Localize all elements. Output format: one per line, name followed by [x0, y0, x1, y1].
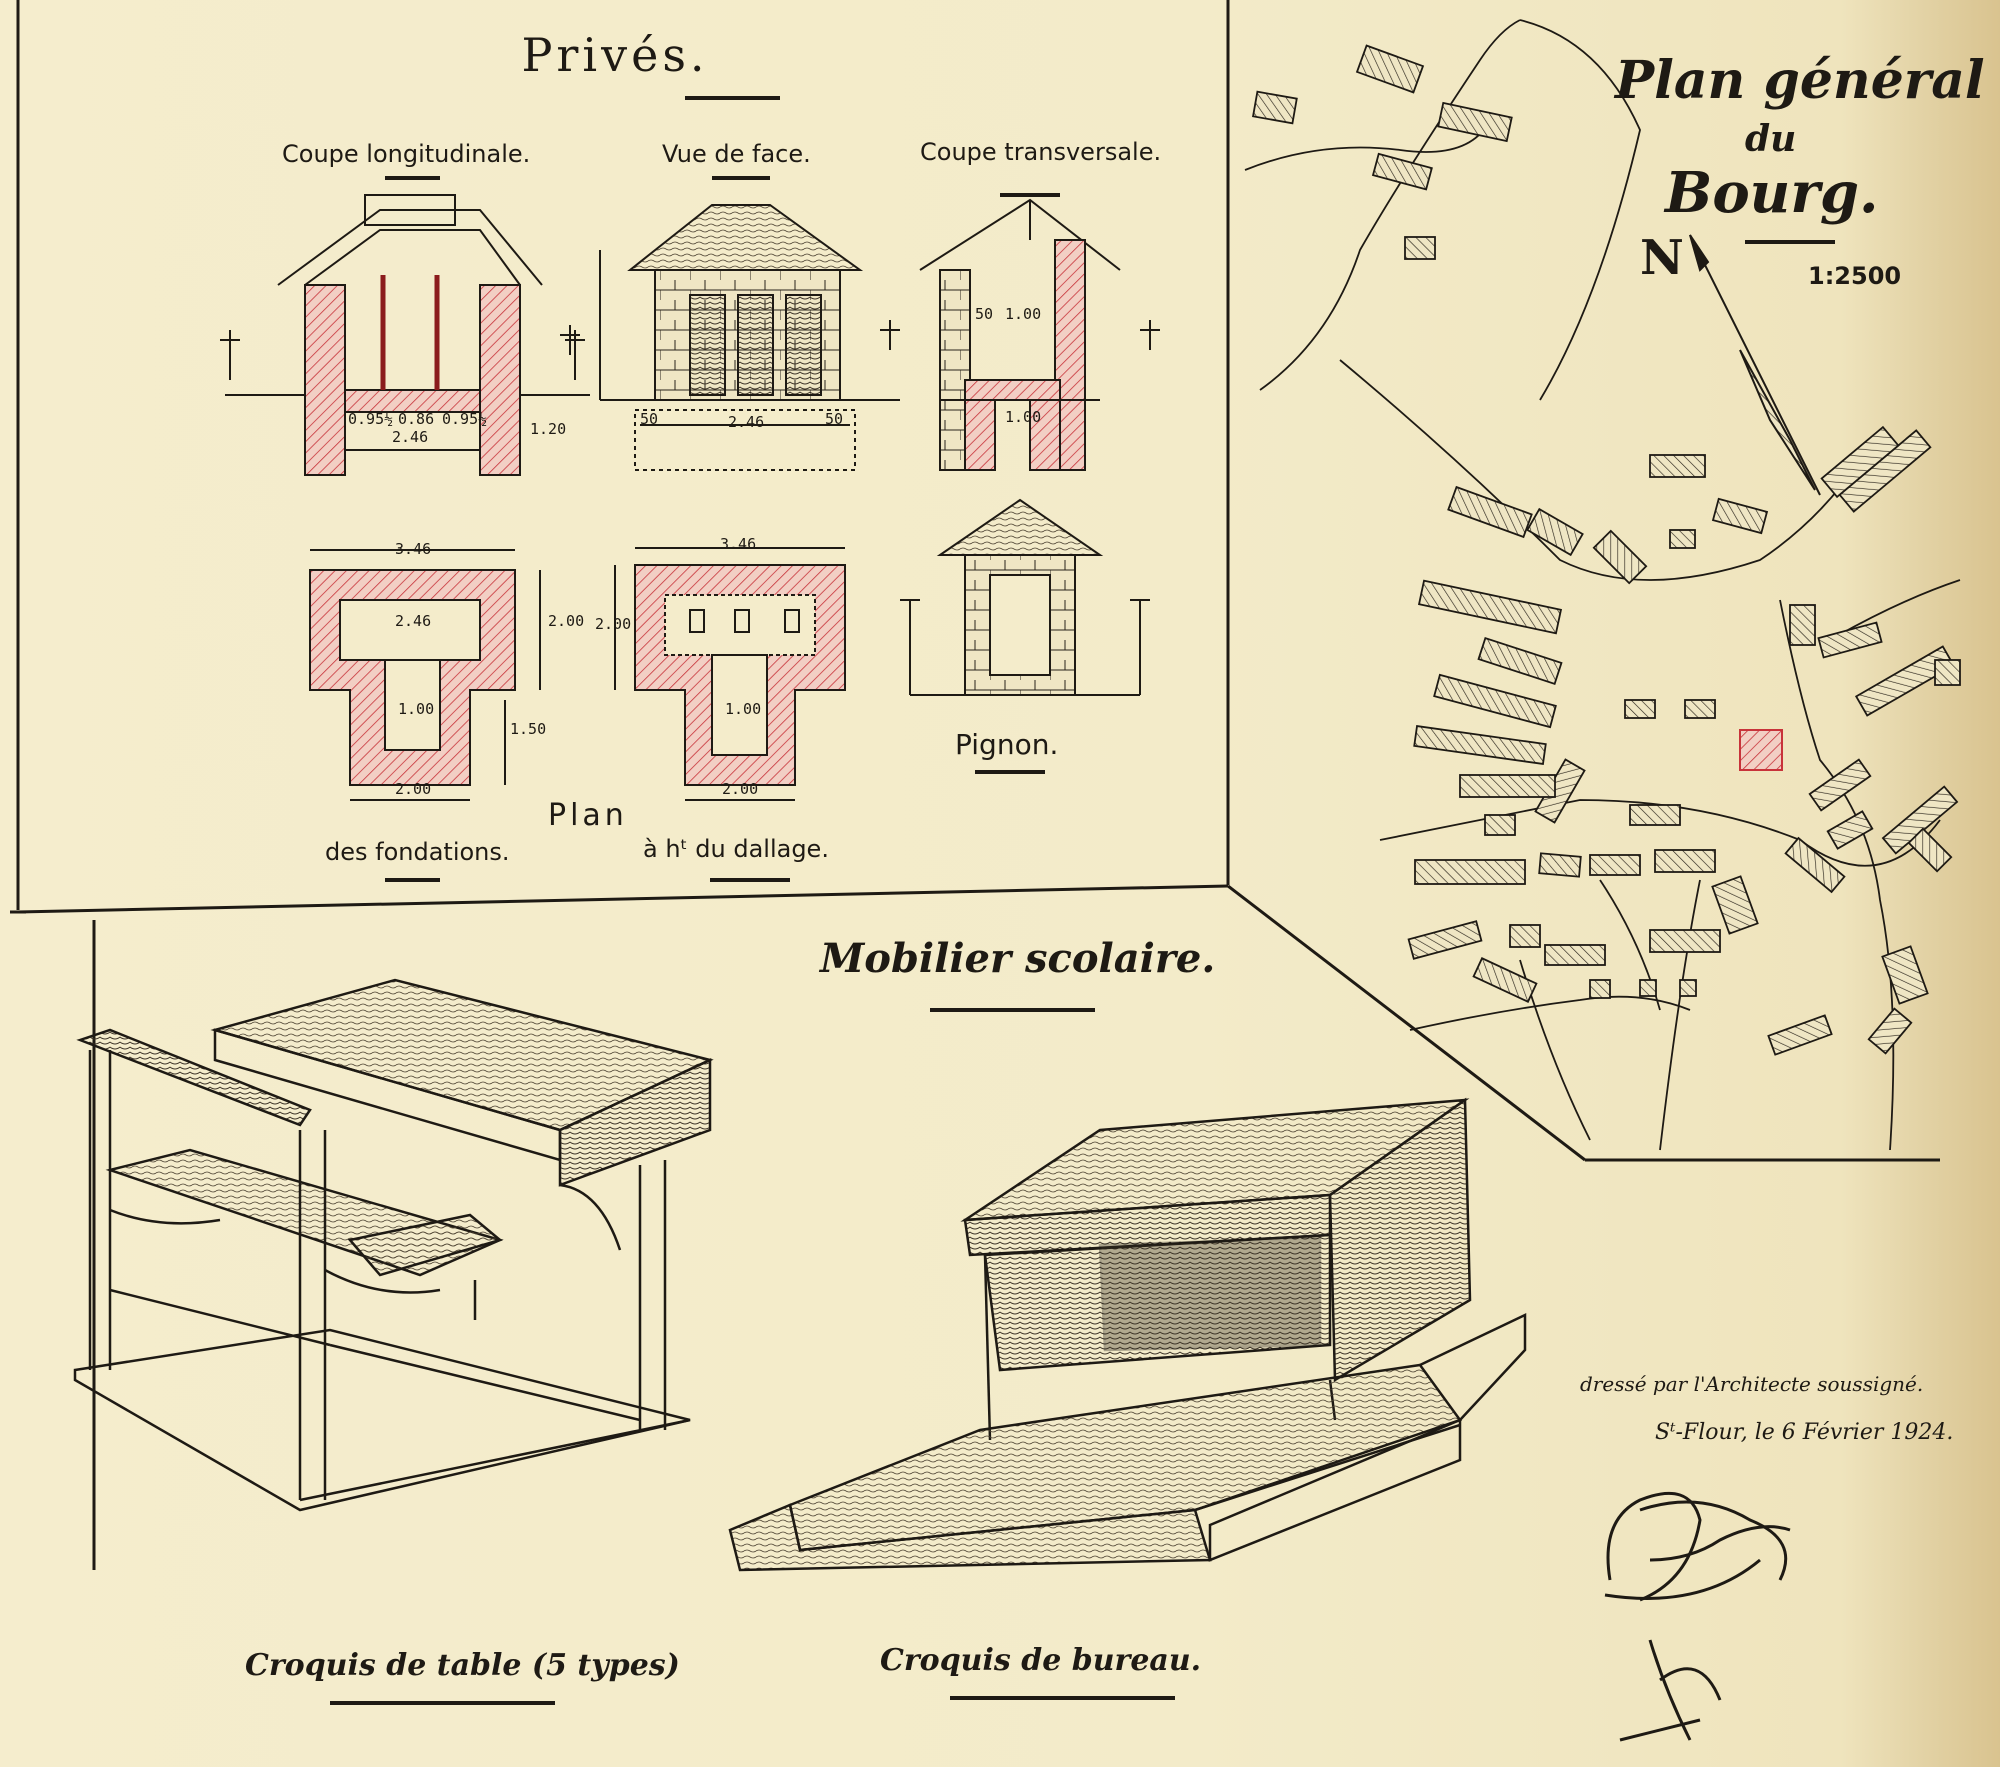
- gable-drawing: [900, 498, 1150, 696]
- dim-foundation-base: 2.00: [395, 780, 432, 798]
- dim-foundation-pit-depth: 1.50: [510, 720, 547, 738]
- dim-paving-pit: 1.00: [725, 700, 762, 718]
- label-gable: Pignon.: [955, 728, 1059, 761]
- label-plan-foundations: des fondations.: [325, 838, 510, 866]
- paving-plan-drawing: [614, 547, 846, 801]
- architect-signature: [1604, 1491, 1791, 1742]
- dim-longitudinal-side-left: 0.95½: [348, 410, 394, 428]
- underlines: [330, 96, 1835, 1705]
- north-label: N: [1640, 230, 1684, 286]
- dim-transverse-wall: 50: [975, 305, 994, 323]
- dim-front-left: 50: [640, 410, 659, 428]
- table-caption: Croquis de table (5 types): [245, 1648, 680, 1683]
- village-map: [1244, 19, 1961, 1151]
- dim-longitudinal-middle: 0.86: [398, 410, 435, 428]
- school-table-sketch: [73, 978, 714, 1512]
- dim-transverse-inner: 1.00: [1005, 305, 1042, 323]
- teacher-desk-sketch: [728, 1097, 1527, 1572]
- foundation-plan-drawing: [309, 549, 541, 801]
- label-transverse-section: Coupe transversale.: [920, 138, 1162, 166]
- dim-front-width: 2.46: [728, 413, 765, 431]
- front-view-drawing: [560, 204, 900, 471]
- north-arrow: [1689, 234, 1821, 496]
- dim-front-right: 50: [825, 410, 844, 428]
- dim-foundation-depth: 2.00: [548, 612, 585, 630]
- frame-lines: [10, 0, 1940, 1570]
- transverse-section-drawing: [880, 198, 1160, 471]
- credit-line2: Sᵗ-Flour, le 6 Février 1924.: [1655, 1420, 1954, 1445]
- dim-longitudinal-depth: 1.20: [530, 420, 567, 438]
- dim-paving-base: 2.00: [722, 780, 759, 798]
- map-title-line3: Bourg.: [1665, 160, 1879, 226]
- label-plan: Plan: [548, 798, 628, 833]
- dim-paving-length: 3.46: [720, 535, 757, 553]
- prives-title: Privés.: [521, 28, 709, 82]
- label-longitudinal-section: Coupe longitudinale.: [282, 140, 531, 168]
- credit-line1: dressé par l'Architecte soussigné.: [1580, 1372, 1924, 1396]
- dim-transverse-base: 1.00: [1005, 408, 1042, 426]
- dim-longitudinal-side-right: 0.95½: [442, 410, 488, 428]
- map-scale: 1:2500: [1808, 262, 1902, 290]
- dim-foundation-pit: 1.00: [398, 700, 435, 718]
- section-longitudinal-drawing: [220, 194, 590, 476]
- desk-caption: Croquis de bureau.: [880, 1643, 1202, 1678]
- dim-paving-depth: 2.00: [595, 615, 632, 633]
- map-title-line1: Plan général: [1615, 50, 1985, 111]
- dim-foundation-inner: 2.46: [395, 612, 432, 630]
- label-front-view: Vue de face.: [662, 140, 811, 168]
- label-plan-paving: à hᵗ du dallage.: [643, 835, 829, 863]
- map-title-line2: du: [1745, 118, 1797, 160]
- furniture-title: Mobilier scolaire.: [820, 935, 1216, 982]
- dim-foundation-length: 3.46: [395, 540, 432, 558]
- dim-longitudinal-width: 2.46: [392, 428, 429, 446]
